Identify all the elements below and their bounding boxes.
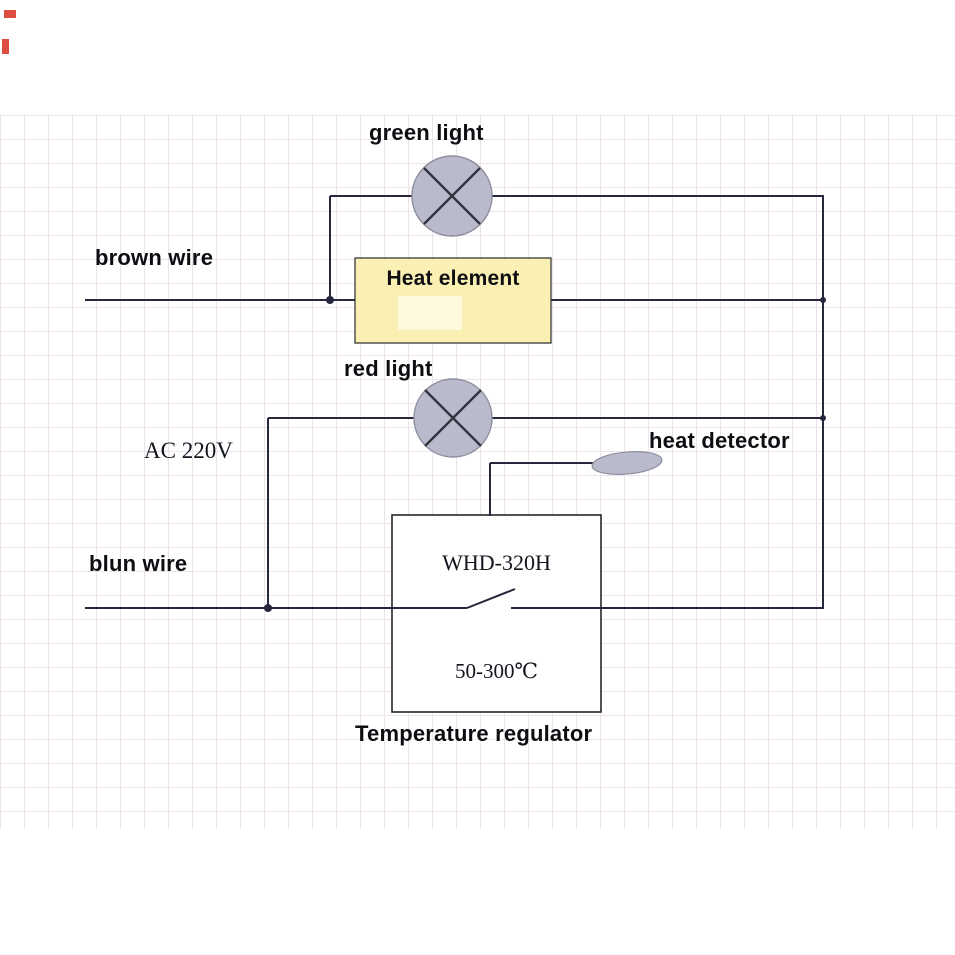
red-lamp-cross-icon xyxy=(424,389,482,447)
junction-dot xyxy=(326,296,334,304)
temperature-regulator-label: Temperature regulator xyxy=(355,721,593,746)
heat-element-highlight xyxy=(398,296,462,330)
blue-wire-label: blun wire xyxy=(89,551,188,576)
brown-wire-label: brown wire xyxy=(95,245,214,270)
heat-element-label: Heat element xyxy=(386,267,520,290)
heat-detector-icon xyxy=(591,451,663,475)
regulator-range-label: 50-300℃ xyxy=(455,659,538,683)
junction-dot xyxy=(264,604,272,612)
green-lamp-cross-icon xyxy=(423,167,481,225)
green-light-label: green light xyxy=(369,120,484,145)
red-mark xyxy=(2,39,9,54)
red-light-label: red light xyxy=(344,356,433,381)
junction-dot xyxy=(820,297,826,303)
temperature-regulator-box xyxy=(391,514,602,713)
junction-dot xyxy=(820,415,826,421)
ac-voltage-label: AC 220V xyxy=(144,438,233,463)
red-mark xyxy=(4,10,16,18)
heat-detector-label: heat detector xyxy=(649,428,790,453)
regulator-model-label: WHD-320H xyxy=(442,550,551,575)
switch-blade xyxy=(466,588,516,609)
